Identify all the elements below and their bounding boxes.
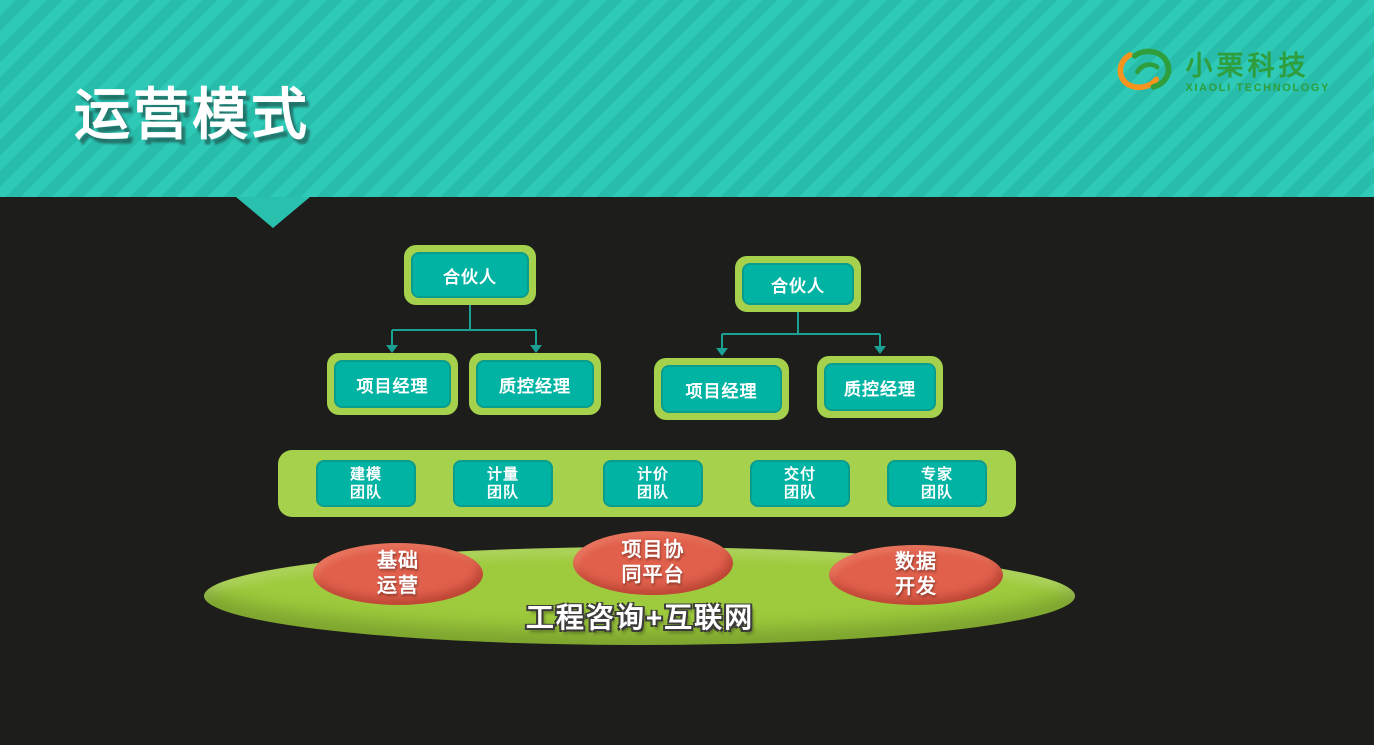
platform-label: 工程咨询+互联网 <box>525 602 755 633</box>
slide-title: 运营模式 <box>74 83 310 146</box>
company-logo: 小栗科技 XIAOLI TECHNOLOGY <box>1115 46 1330 99</box>
team-label-line1: 交付 <box>783 465 816 483</box>
team-label-line2: 团队 <box>636 483 669 501</box>
org-node-project-manager-1: 项目经理 <box>327 353 458 415</box>
org-node-label: 合伙人 <box>742 263 854 305</box>
banner-notch <box>236 197 310 228</box>
org-node-label: 质控经理 <box>824 363 936 411</box>
company-name: 小栗科技 <box>1185 50 1310 81</box>
header-banner: 运营模式 小栗科技 XIAOLI TECHNOLOGY <box>0 0 1374 197</box>
team-label-line2: 团队 <box>349 483 382 501</box>
team-label-line2: 团队 <box>486 483 519 501</box>
team-box-measurement: 计量 团队 <box>453 460 553 507</box>
bubble-label-line1: 项目协 <box>621 539 685 561</box>
team-label-line1: 计量 <box>486 465 519 483</box>
org-node-label: 项目经理 <box>661 365 782 413</box>
org-node-label: 项目经理 <box>334 360 451 408</box>
bubble-label-line1: 基础 <box>377 550 419 572</box>
org-node-label: 合伙人 <box>411 252 529 298</box>
org-node-project-manager-2: 项目经理 <box>654 358 789 420</box>
logo-text: 小栗科技 XIAOLI TECHNOLOGY <box>1185 51 1330 95</box>
platform-bubble-data-dev: 数据 开发 <box>829 545 1003 605</box>
team-box-modeling: 建模 团队 <box>316 460 416 507</box>
chestnut-logo-icon <box>1115 46 1175 99</box>
bubble-label-line2: 运营 <box>377 575 419 597</box>
team-box-pricing: 计价 团队 <box>603 460 703 507</box>
team-label-line2: 团队 <box>783 483 816 501</box>
team-label-line1: 计价 <box>636 465 669 483</box>
platform-bubble-operations: 基础 运营 <box>313 543 483 605</box>
bubble-label-line2: 开发 <box>895 576 937 598</box>
org-node-qc-manager-2: 质控经理 <box>817 356 943 418</box>
team-label-line1: 专家 <box>920 465 953 483</box>
team-label-line1: 建模 <box>349 465 382 483</box>
company-subtitle: XIAOLI TECHNOLOGY <box>1185 81 1330 94</box>
platform-bubble-collaboration: 项目协 同平台 <box>573 531 733 595</box>
team-box-expert: 专家 团队 <box>887 460 987 507</box>
bubble-label-line1: 数据 <box>895 551 937 573</box>
team-label-line2: 团队 <box>920 483 953 501</box>
team-box-delivery: 交付 团队 <box>750 460 850 507</box>
org-node-partner-1: 合伙人 <box>404 245 536 305</box>
org-node-label: 质控经理 <box>476 360 594 408</box>
connector-arrowheads <box>386 345 886 356</box>
bubble-label-line2: 同平台 <box>621 564 685 586</box>
org-node-qc-manager-1: 质控经理 <box>469 353 601 415</box>
org-node-partner-2: 合伙人 <box>735 256 861 312</box>
